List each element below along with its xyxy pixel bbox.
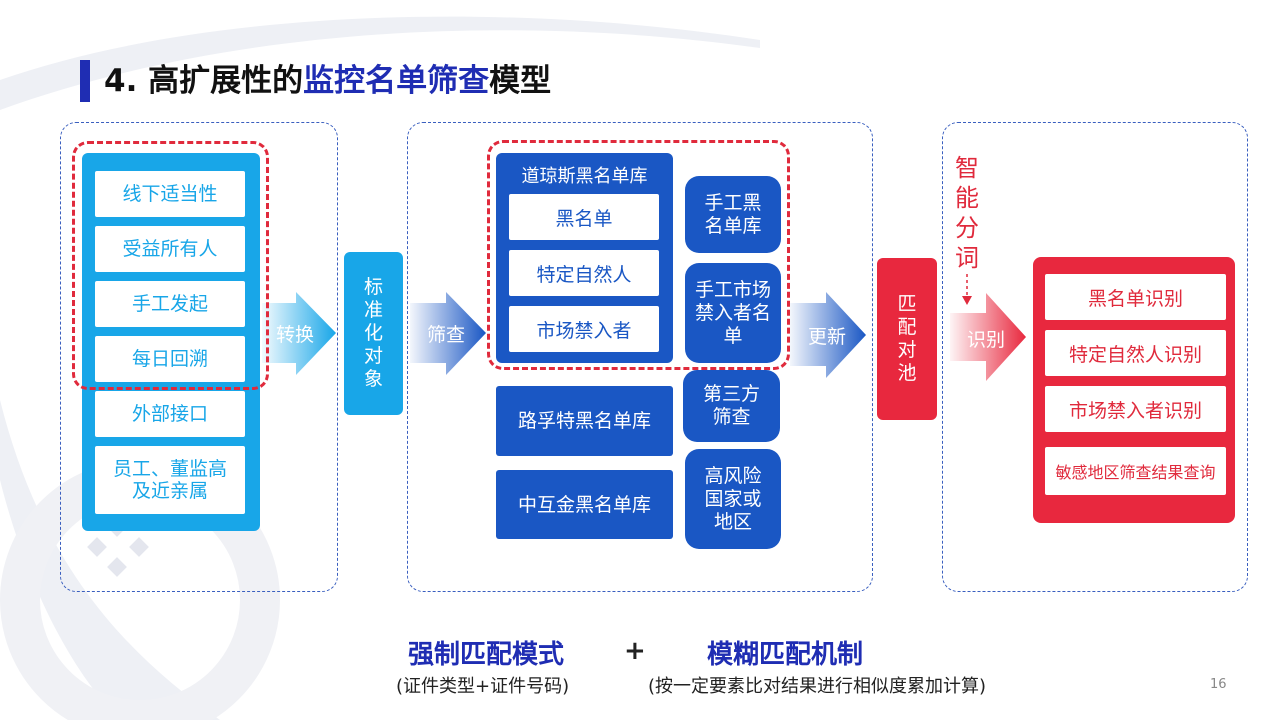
dowjones-item: 黑名单 — [509, 194, 659, 240]
left-red-highlight-frame — [72, 141, 269, 390]
source-item: 受益所有人 — [95, 226, 245, 272]
reuters-blacklist-box: 路孚特黑名单库 — [496, 386, 673, 456]
arrow-convert-shape — [262, 292, 336, 375]
dowjones-item: 市场禁入者 — [509, 306, 659, 352]
manual-blacklist-box: 手工黑名单库 — [685, 176, 781, 253]
zhonghujin-blacklist-box: 中互金黑名单库 — [496, 470, 673, 539]
fuzzy-match-subtitle: (按一定要素比对结果进行相似度累加计算) — [648, 676, 987, 697]
left-panel — [60, 122, 338, 592]
plus-sign: + — [624, 636, 646, 666]
arrow-update-shape — [790, 292, 866, 378]
dowjones-item: 特定自然人 — [509, 250, 659, 296]
standardize-object-box: 标准化对象 — [344, 252, 403, 415]
identify-item: 敏感地区筛查结果查询 — [1045, 447, 1226, 495]
page-title: 4. 高扩展性的监控名单筛查模型 — [104, 63, 552, 99]
arrow-screen-label: 筛查 — [427, 324, 466, 346]
source-item: 员工、董监高及近亲属 — [95, 446, 245, 514]
third-party-screen-box: 第三方筛查 — [683, 370, 780, 442]
identify-item: 特定自然人识别 — [1045, 330, 1226, 376]
title-accent-bar — [80, 60, 90, 102]
smart-segmentation-label: 智能分词 — [955, 154, 979, 272]
source-item: 每日回溯 — [95, 336, 245, 382]
strong-match-subtitle: (证件类型+证件号码) — [396, 676, 570, 697]
match-pool-box: 匹配对池 — [877, 258, 937, 420]
arrow-update-label: 更新 — [808, 326, 847, 348]
right-panel — [942, 122, 1248, 592]
dowjones-group-title: 道琼斯黑名单库 — [521, 166, 648, 187]
identify-item: 黑名单识别 — [1045, 274, 1226, 320]
page-number: 16 — [1210, 677, 1227, 692]
arrow-convert-label: 转换 — [276, 324, 315, 346]
manual-market-ban-box: 手工市场禁入者名单 — [685, 263, 781, 363]
middle-panel — [407, 122, 873, 592]
middle-red-highlight-frame — [487, 140, 790, 370]
source-item: 外部接口 — [95, 391, 245, 437]
arrow-identify-label: 识别 — [967, 329, 1006, 351]
arrow-screen-shape — [410, 292, 486, 375]
strong-match-mode: 强制匹配模式 — [408, 640, 565, 670]
identify-item: 市场禁入者识别 — [1045, 386, 1226, 432]
source-item: 手工发起 — [95, 281, 245, 327]
high-risk-region-box: 高风险国家或地区 — [685, 449, 781, 549]
source-item: 线下适当性 — [95, 171, 245, 217]
arrow-identify-shape — [950, 293, 1026, 381]
fuzzy-match-mechanism: 模糊匹配机制 — [707, 640, 864, 670]
